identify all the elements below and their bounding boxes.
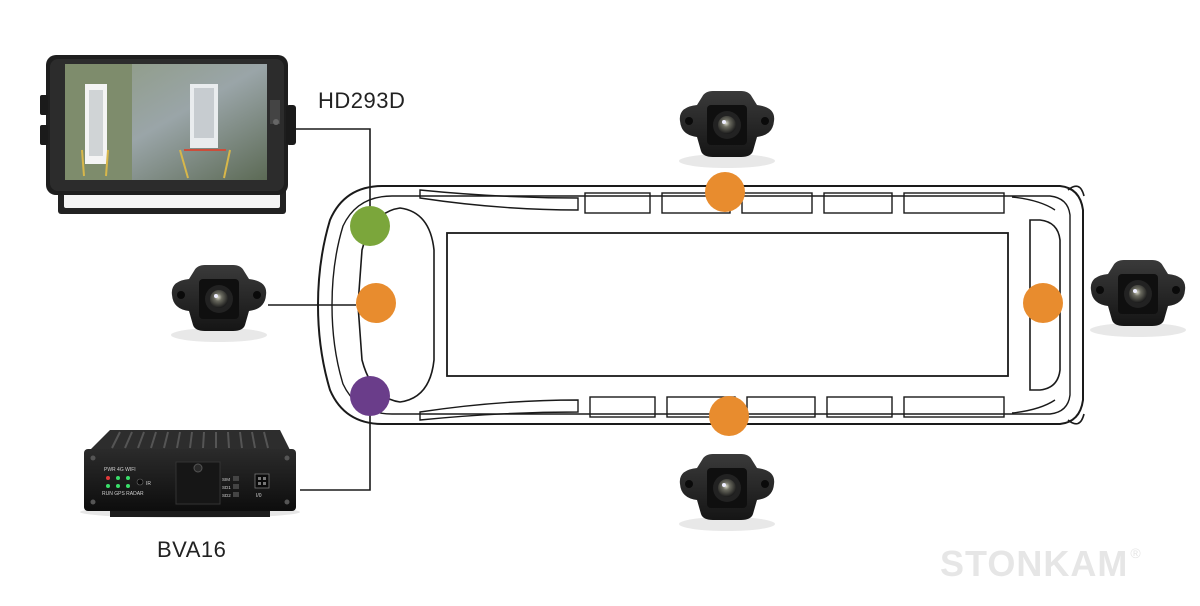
rear-camera: [1090, 260, 1186, 337]
dvr-slot-sim: SIM: [222, 477, 230, 482]
front-camera: [171, 265, 267, 342]
monitor-model-label: HD293D: [318, 88, 406, 113]
registered-mark: ®: [1130, 545, 1142, 561]
monitor-link-line: [290, 128, 371, 208]
dvr-indicator-labels-top: PWR 4G WIFI: [104, 467, 136, 473]
dvr-ir-label: IR: [146, 481, 151, 487]
front-camera-dot: [356, 283, 396, 323]
dvr-connection-dot: [350, 376, 390, 416]
connection-lines: [268, 128, 371, 491]
dvr-model-label: BVA16: [157, 537, 227, 562]
left-side-camera: [679, 91, 775, 168]
brand-watermark: STONKAM®: [940, 543, 1142, 585]
brand-name: STONKAM: [940, 543, 1129, 584]
monitor-device: [40, 55, 296, 214]
bus-outline: [316, 184, 1085, 426]
dvr-slot-sd2: SD2: [222, 493, 231, 498]
dvr-indicator-labels-bottom: RUN GPS RADAR: [102, 491, 144, 497]
dvr-port-label: I/0: [256, 493, 262, 499]
dvr-link-line: [300, 414, 371, 491]
right-side-camera: [679, 454, 775, 531]
right-side-camera-dot: [709, 396, 749, 436]
monitor-connection-dot: [350, 206, 390, 246]
dvr-slot-sd1: SD1: [222, 485, 231, 490]
left-side-camera-dot: [705, 172, 745, 212]
rear-camera-dot: [1023, 283, 1063, 323]
dvr-device: PWR 4G WIFI RUN GPS RADAR IR SIM SD1 SD2…: [80, 430, 300, 518]
